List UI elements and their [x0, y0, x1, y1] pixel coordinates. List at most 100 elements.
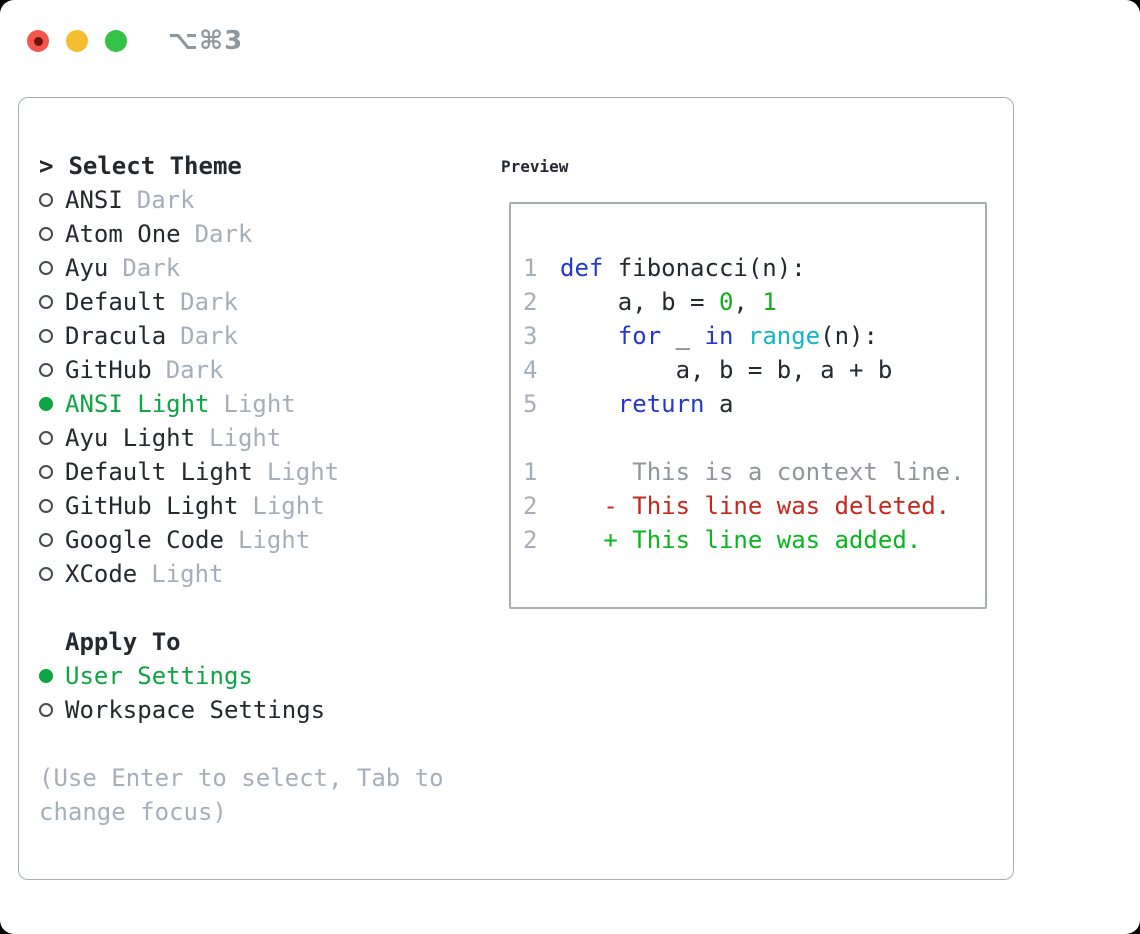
- radio-icon: [39, 533, 53, 547]
- theme-option-default[interactable]: Default Dark: [39, 285, 487, 319]
- theme-name: Google Code: [65, 526, 224, 554]
- theme-variant-tag: Dark: [194, 220, 253, 248]
- theme-option-google-code[interactable]: Google Code Light: [39, 523, 487, 557]
- radio-icon: [39, 567, 53, 581]
- code-token: fibonacci(n):: [603, 254, 806, 282]
- zoom-button[interactable]: [105, 30, 127, 52]
- code-token: for: [617, 322, 662, 350]
- select-theme-heading-row: > Select Theme: [39, 149, 487, 183]
- theme-name: XCode: [65, 560, 138, 588]
- line-number: 3: [523, 322, 538, 350]
- theme-variant-tag: Light: [252, 492, 325, 520]
- code-token: a: [704, 390, 734, 418]
- theme-name: Ayu Light: [65, 424, 196, 452]
- close-button[interactable]: [27, 30, 49, 52]
- diff-line: 2 - This line was deleted.: [523, 489, 985, 523]
- theme-name: GitHub Light: [65, 492, 239, 520]
- close-dot-icon: [33, 36, 43, 46]
- theme-name: ANSI: [65, 186, 123, 214]
- line-number: 2: [523, 492, 538, 520]
- apply-option-user-settings[interactable]: User Settings: [39, 659, 487, 693]
- code-token: def: [560, 254, 604, 282]
- titlebar: ⌥⌘3: [27, 26, 243, 56]
- code-token: _: [661, 322, 705, 350]
- theme-name: Ayu: [65, 254, 109, 282]
- code-token: a, b = b, a + b: [560, 356, 893, 384]
- theme-variant-tag: Light: [209, 424, 282, 452]
- radio-icon: [39, 499, 53, 513]
- theme-variant-tag: Dark: [136, 186, 195, 214]
- line-number: 5: [523, 390, 538, 418]
- window-shortcut-label: ⌥⌘3: [168, 26, 244, 56]
- theme-name: Default Light: [65, 458, 253, 486]
- radio-icon: [39, 465, 53, 479]
- radio-icon: [39, 295, 53, 309]
- select-theme-title: Select Theme: [68, 152, 242, 180]
- spacer: [39, 591, 487, 625]
- theme-option-ansi[interactable]: ANSI Dark: [39, 183, 487, 217]
- theme-variant-tag: Light: [151, 560, 224, 588]
- line-number: 1: [523, 458, 538, 486]
- radio-icon: [39, 329, 53, 343]
- radio-icon: [39, 431, 53, 445]
- diff-line: 1 This is a context line.: [523, 455, 985, 489]
- radio-icon: [39, 363, 53, 377]
- code-line: 2 a, b = 0, 1: [523, 285, 985, 319]
- theme-option-ayu-light[interactable]: Ayu Light Light: [39, 421, 487, 455]
- theme-variant-tag: Light: [237, 526, 311, 554]
- code-token: This is a context line.: [560, 458, 965, 486]
- theme-variant-tag: Dark: [180, 288, 238, 316]
- code-token: in: [704, 322, 734, 350]
- apply-option-label: User Settings: [65, 662, 253, 690]
- theme-name: Atom One: [65, 220, 181, 248]
- hint-text: (Use Enter to select, Tab to change focu…: [39, 764, 444, 826]
- theme-variant-tag: Dark: [122, 254, 181, 282]
- theme-option-ayu[interactable]: Ayu Dark: [39, 251, 487, 285]
- code-token: 0: [718, 288, 734, 316]
- code-token: + This line was added.: [560, 526, 922, 554]
- minimize-button[interactable]: [66, 30, 88, 52]
- code-token: (n):: [820, 322, 878, 350]
- theme-name: Default: [65, 288, 167, 316]
- theme-name: GitHub: [65, 356, 152, 384]
- apply-option-workspace-settings[interactable]: Workspace Settings: [39, 693, 487, 727]
- theme-name: ANSI Light: [65, 390, 210, 418]
- theme-option-github[interactable]: GitHub Dark: [39, 353, 487, 387]
- code-token: - This line was deleted.: [560, 492, 951, 520]
- line-number: 1: [523, 254, 538, 282]
- spacer: [523, 421, 985, 455]
- code-line: 3 for _ in range(n):: [523, 319, 985, 353]
- theme-option-xcode[interactable]: XCode Light: [39, 557, 487, 591]
- preview-title: Preview: [501, 156, 569, 176]
- line-number: 4: [523, 356, 538, 384]
- code-line: 1 def fibonacci(n):: [523, 251, 985, 285]
- radio-icon: [39, 703, 53, 717]
- code-token: 1: [762, 288, 777, 316]
- theme-option-github-light[interactable]: GitHub Light Light: [39, 489, 487, 523]
- code-token: [560, 319, 618, 353]
- radio-icon: [39, 193, 53, 207]
- radio-icon: [39, 261, 53, 275]
- prompt-chevron-icon: >: [39, 152, 54, 180]
- theme-option-atom-one[interactable]: Atom One Dark: [39, 217, 487, 251]
- spacer: [39, 727, 487, 761]
- code-line: 5 return a: [523, 387, 985, 421]
- radio-selected-icon: [39, 397, 53, 411]
- radio-icon: [39, 227, 53, 241]
- apply-to-title: Apply To: [65, 628, 181, 656]
- code-token: a, b =: [560, 288, 719, 316]
- preview-heading-row: Preview: [501, 149, 987, 183]
- theme-variant-tag: Dark: [165, 356, 224, 384]
- code-token: return: [617, 390, 705, 418]
